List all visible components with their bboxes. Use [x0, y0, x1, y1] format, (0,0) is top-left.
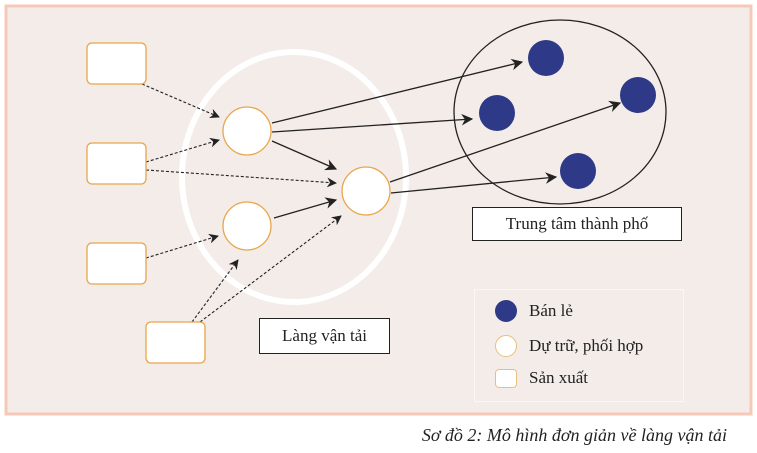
supply-arrow: [145, 233, 219, 259]
retail-node: [560, 153, 596, 189]
storage-node: [341, 166, 391, 216]
supply-arrow: [145, 137, 220, 163]
city-center-ellipse: [453, 19, 667, 205]
supply-arrow: [145, 169, 337, 188]
legend-item-production: Sản xuất: [495, 368, 588, 388]
production-node: [145, 321, 206, 364]
supply-arrow: [199, 215, 342, 323]
legend-label: Sản xuất: [529, 368, 589, 387]
supply-arrow: [141, 83, 220, 119]
storage-circle-icon: [495, 335, 517, 357]
production-rect-icon: [495, 368, 517, 388]
flow-arrow: [271, 140, 338, 171]
retail-dot-icon: [495, 300, 517, 322]
flow-arrow: [271, 113, 474, 133]
supply-arrow: [191, 259, 239, 323]
city-center-label: Trung tâm thành phố: [472, 207, 682, 241]
production-node: [86, 42, 147, 85]
flow-arrow: [271, 58, 524, 124]
retail-node: [528, 40, 564, 76]
retail-node: [479, 95, 515, 131]
storage-node: [222, 106, 272, 156]
legend-item-retail: Bán lẻ: [495, 300, 573, 322]
flow-arrow: [390, 172, 558, 194]
legend-label: Bán lẻ: [529, 301, 573, 320]
flow-arrow: [389, 100, 622, 183]
legend: Bán lẻ Dự trữ, phối hợp Sản xuất: [474, 289, 684, 402]
production-node: [86, 242, 147, 285]
transport-village-label: Làng vận tải: [259, 318, 390, 354]
retail-node: [620, 77, 656, 113]
flow-arrow: [273, 197, 338, 219]
figure-caption: Sơ đồ 2: Mô hình đơn giản về làng vận tả…: [421, 425, 727, 445]
production-node: [86, 142, 147, 185]
storage-node: [222, 201, 272, 251]
legend-label: Dự trữ, phối hợp: [529, 336, 644, 355]
legend-item-storage: Dự trữ, phối hợp: [495, 335, 643, 357]
